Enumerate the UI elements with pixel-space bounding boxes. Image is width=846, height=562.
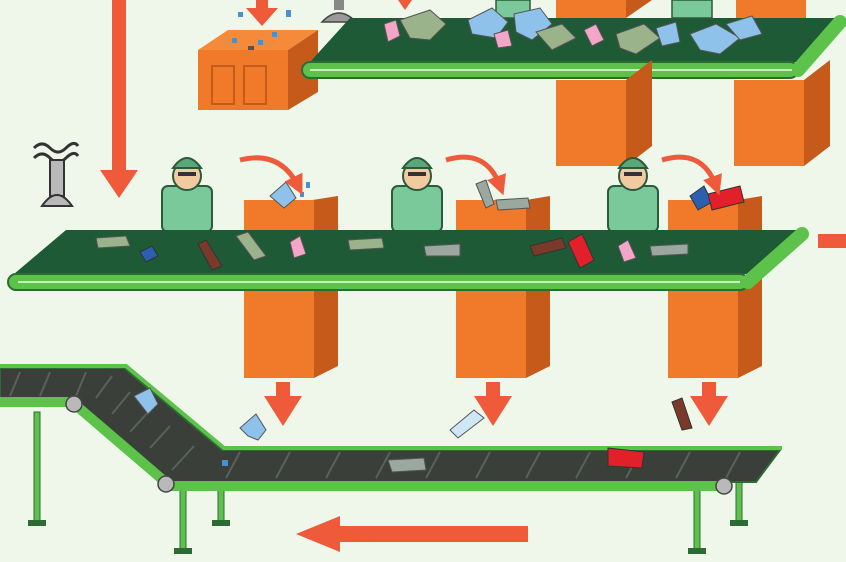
top-bin-upper-2 xyxy=(736,0,806,18)
top-conveyor xyxy=(302,18,840,78)
right-edge-arrow xyxy=(818,234,846,248)
top-worker-partial-2 xyxy=(672,0,712,18)
